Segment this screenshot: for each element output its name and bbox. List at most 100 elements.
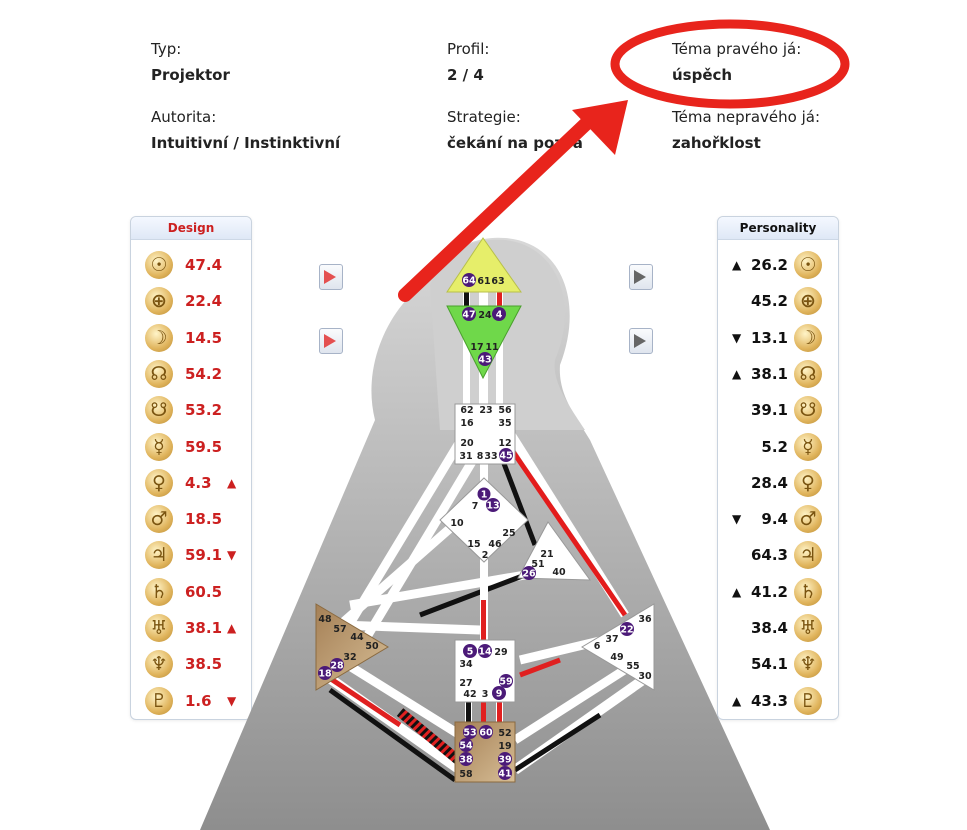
- autorita-label: Autorita:: [151, 108, 217, 126]
- neptune-icon: ♆: [794, 650, 822, 679]
- svg-text:46: 46: [488, 539, 502, 550]
- arrow-up-icon: ▲: [732, 693, 742, 708]
- svg-text:58: 58: [459, 769, 473, 780]
- svg-text:43: 43: [478, 355, 491, 366]
- mars-icon: ♂: [145, 505, 173, 534]
- svg-text:62: 62: [460, 405, 473, 416]
- south-node-icon: ☋: [794, 396, 822, 425]
- svg-text:35: 35: [498, 418, 511, 429]
- planet-value: 54.2: [185, 364, 223, 383]
- personality-arrow-button-bottom[interactable]: [629, 328, 653, 354]
- personality-row-neptune: ♆ 54.1: [718, 646, 838, 682]
- planet-value: 41.2: [750, 582, 788, 601]
- personality-arrow-button-top[interactable]: [629, 264, 653, 290]
- svg-text:36: 36: [638, 614, 652, 625]
- svg-text:52: 52: [498, 728, 511, 739]
- planet-value: 53.2: [185, 401, 223, 420]
- planet-value: 4.3: [185, 473, 212, 492]
- planet-value: 38.1: [750, 364, 788, 383]
- svg-text:11: 11: [485, 342, 498, 353]
- svg-text:31: 31: [459, 451, 472, 462]
- svg-text:64: 64: [462, 276, 476, 287]
- svg-text:40: 40: [552, 567, 566, 578]
- svg-text:34: 34: [459, 659, 473, 670]
- design-arrow-button-top[interactable]: [319, 264, 343, 290]
- svg-text:27: 27: [459, 678, 472, 689]
- design-row-jupiter: ♃59.1▼: [131, 537, 251, 573]
- arrow-down-icon: ▼: [227, 548, 237, 563]
- svg-text:3: 3: [482, 689, 489, 700]
- personality-row-moon: ☽ 13.1 ▼: [718, 320, 838, 356]
- solar-plexus-center: [581, 603, 655, 691]
- svg-text:14: 14: [478, 647, 492, 658]
- personality-row-mercury: ☿5.2: [718, 429, 838, 465]
- moon-icon: ☽: [794, 323, 822, 352]
- mercury-icon: ☿: [145, 432, 173, 461]
- south-node-icon: ☋: [145, 396, 173, 425]
- planet-value: 38.5: [185, 655, 223, 674]
- svg-text:41: 41: [498, 769, 511, 780]
- svg-text:4: 4: [496, 310, 503, 321]
- neptune-icon: ♆: [145, 650, 173, 679]
- design-row-sun: ☉47.4: [131, 247, 251, 283]
- svg-text:22: 22: [620, 625, 633, 636]
- profil-label: Profil:: [447, 40, 490, 58]
- nepravy-label: Téma nepravého já:: [672, 108, 821, 126]
- planet-value: 54.1: [750, 655, 788, 674]
- personality-row-north-node: ☊38.1▲: [718, 356, 838, 392]
- annotation-arrow-shaft: [398, 113, 597, 302]
- svg-text:1: 1: [481, 490, 488, 501]
- info-autorita: Autorita: Intuitivní / Instinktivní: [151, 104, 340, 156]
- svg-text:63: 63: [491, 276, 504, 287]
- personality-row-jupiter: ♃64.3: [718, 537, 838, 573]
- venus-icon: ♀: [145, 468, 173, 497]
- svg-text:47: 47: [462, 310, 475, 321]
- personality-row-sun: ☉26.2▲: [718, 247, 838, 283]
- design-row-mercury: ☿59.5: [131, 429, 251, 465]
- gate-labels: 64 61 63 47 24 4 17 11 43 62 23 56 16 35…: [318, 273, 652, 780]
- arrow-right-icon: [324, 270, 336, 284]
- planet-value: 60.5: [185, 582, 223, 601]
- arrow-up-icon: ▲: [227, 475, 237, 490]
- svg-text:55: 55: [626, 661, 639, 672]
- svg-text:10: 10: [450, 518, 464, 529]
- strategie-label: Strategie:: [447, 108, 521, 126]
- planet-value: 13.1: [750, 328, 788, 347]
- svg-text:12: 12: [498, 438, 511, 449]
- ajna-center: [446, 305, 522, 380]
- svg-text:20: 20: [460, 438, 474, 449]
- svg-text:5: 5: [467, 647, 474, 658]
- strategie-value: čekání na pozvá: [447, 134, 583, 152]
- uranus-icon: ♅: [794, 614, 822, 642]
- nepravy-value: zahořklost: [672, 134, 761, 152]
- channels: [322, 290, 653, 783]
- pluto-icon: ♇: [794, 686, 822, 715]
- info-profil: Profil: 2 / 4: [447, 36, 489, 88]
- mercury-icon: ☿: [794, 432, 822, 461]
- svg-text:38: 38: [459, 755, 473, 766]
- arrow-up-icon: ▲: [732, 584, 742, 599]
- design-arrow-button-bottom[interactable]: [319, 328, 343, 354]
- svg-text:59: 59: [499, 677, 512, 688]
- info-typ: Typ: Projektor: [151, 36, 230, 88]
- svg-text:54: 54: [459, 741, 473, 752]
- planet-value: 38.4: [750, 619, 788, 637]
- planet-value: 39.1: [750, 401, 788, 420]
- arrow-up-icon: ▲: [732, 366, 742, 381]
- svg-text:61: 61: [477, 276, 490, 287]
- arrow-right-icon: [634, 334, 646, 348]
- arrow-down-icon: ▼: [732, 330, 742, 345]
- arrow-down-icon: ▼: [732, 512, 742, 527]
- svg-text:19: 19: [498, 741, 511, 752]
- uranus-icon: ♅: [145, 614, 173, 642]
- planet-value: 45.2: [750, 292, 788, 311]
- sun-icon: ☉: [145, 251, 173, 279]
- typ-value: Projektor: [151, 66, 230, 84]
- design-row-moon: ☽14.5: [131, 320, 251, 356]
- svg-text:44: 44: [350, 632, 364, 643]
- annotation-arrow-head: [572, 100, 628, 155]
- planet-value: 64.3: [750, 546, 788, 565]
- design-row-earth: ⊕22.4: [131, 283, 251, 319]
- arrow-right-icon: [324, 334, 336, 348]
- typ-label: Typ:: [151, 40, 182, 58]
